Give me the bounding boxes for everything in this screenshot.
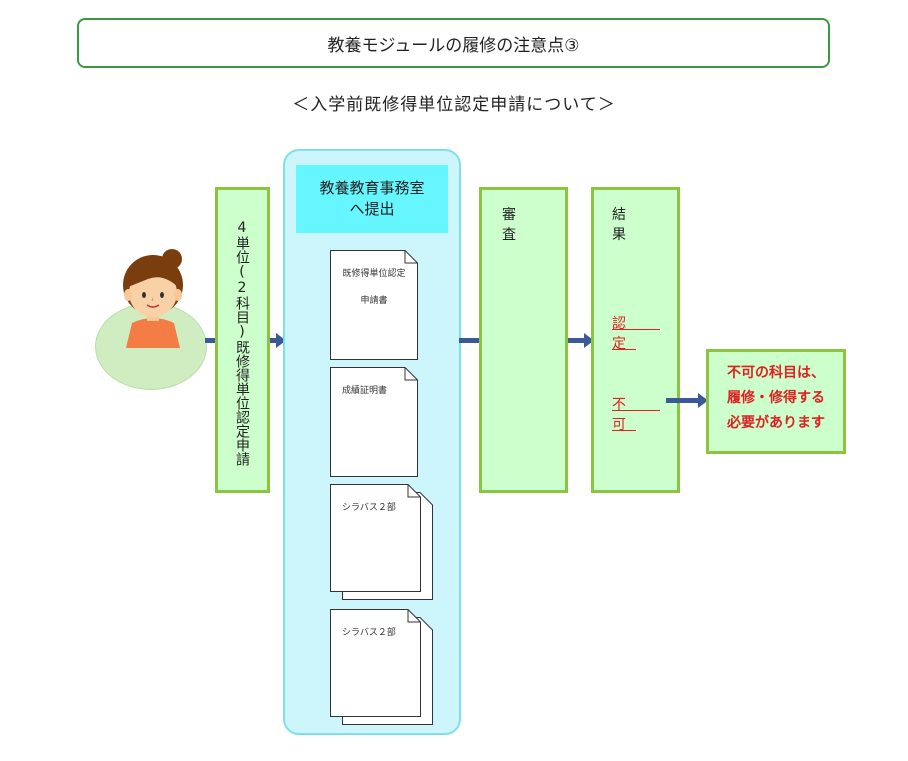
woman-icon [123, 249, 183, 348]
arrow-rejected-to-note-line [666, 398, 700, 403]
result-box: 結 果 認 定 不 可 [591, 187, 680, 493]
note-box: 不可の科目は、 履修・修得する 必要があります [706, 349, 846, 454]
step1-application-box: 4単位(2科目)既修得単位認定申請 [215, 187, 270, 493]
doc-application-line1: 既修得単位認定 [342, 269, 406, 279]
subtitle: ＜入学前既修得単位認定申請について＞ [292, 95, 616, 115]
page-title: 教養モジュールの履修の注意点③ [327, 35, 580, 56]
arrow-person-to-step1 [205, 338, 217, 343]
doc-application-line2: 申請書 [360, 296, 388, 306]
review-box: 審 査 [479, 187, 568, 493]
arrow-rejected-to-note-head [698, 393, 708, 408]
syllabus-stack-2-doc-icon [330, 609, 433, 725]
syllabus-stack-1-doc-icon [330, 484, 433, 600]
office-header-line1: 教養教育事務室 [319, 179, 425, 197]
office-header-line2: へ提出 [349, 200, 395, 218]
result-label: 結 果 [612, 207, 668, 243]
arrow-office-to-review [459, 338, 481, 343]
note-line2: 履修・修得する [727, 390, 825, 406]
result-approved: 認 定 [612, 316, 660, 352]
office-header: 教養教育事務室 へ提出 [296, 165, 448, 233]
transcript-doc-icon [330, 367, 418, 477]
arrow-step1-to-office-head [276, 333, 286, 348]
title-box: 教養モジュールの履修の注意点③ [77, 18, 830, 68]
result-rejected: 不 可 [612, 397, 660, 433]
review-label: 審 査 [502, 207, 558, 243]
arrow-step1-to-office-line [270, 338, 278, 343]
doc-transcript-label: 成績証明書 [342, 386, 388, 396]
note-line1: 不可の科目は、 [727, 365, 825, 381]
application-form-doc-icon [330, 250, 418, 360]
step1-text: 4単位(2科目)既修得単位認定申請 [234, 220, 250, 466]
doc-syllabus-2-label: シラバス２部 [342, 628, 396, 638]
doc-syllabus-1-label: シラバス２部 [342, 503, 396, 513]
arrow-review-to-result-line [568, 338, 586, 343]
arrow-review-to-result-head [584, 333, 594, 348]
note-line3: 必要があります [727, 415, 825, 431]
